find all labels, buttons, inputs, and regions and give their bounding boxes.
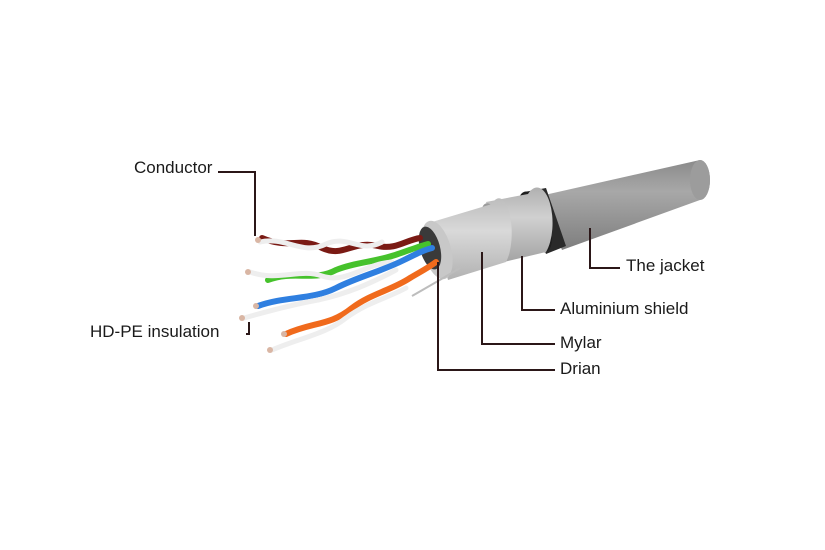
orange-pair — [283, 259, 439, 337]
leader-jacket — [589, 228, 620, 269]
label-jacket: The jacket — [626, 256, 705, 275]
label-hd-pe-insulation: HD-PE insulation — [90, 322, 220, 341]
label-mylar: Mylar — [560, 333, 602, 352]
conductor-tip — [253, 303, 259, 309]
conductor-tip — [255, 237, 261, 243]
conductor-tip — [245, 269, 251, 275]
leader-conductor — [218, 171, 256, 236]
leader-drain — [437, 262, 555, 371]
leader-shield — [521, 256, 555, 311]
brown-white-wire — [257, 238, 385, 251]
conductor-tip — [267, 347, 273, 353]
leader-insulation — [246, 322, 250, 335]
conductor-tip — [281, 331, 287, 337]
leader-mylar — [481, 252, 555, 345]
conductor-tip — [239, 315, 245, 321]
label-conductor: Conductor — [134, 158, 213, 177]
label-drain: Drian — [560, 359, 601, 378]
orange-white-wire — [269, 285, 409, 353]
label-aluminium-shield: Aluminium shield — [560, 299, 689, 318]
green-white-wire — [247, 259, 395, 281]
twisted-pairs — [239, 235, 439, 353]
blue-white-wire — [241, 267, 399, 321]
blue-pair — [255, 245, 435, 309]
